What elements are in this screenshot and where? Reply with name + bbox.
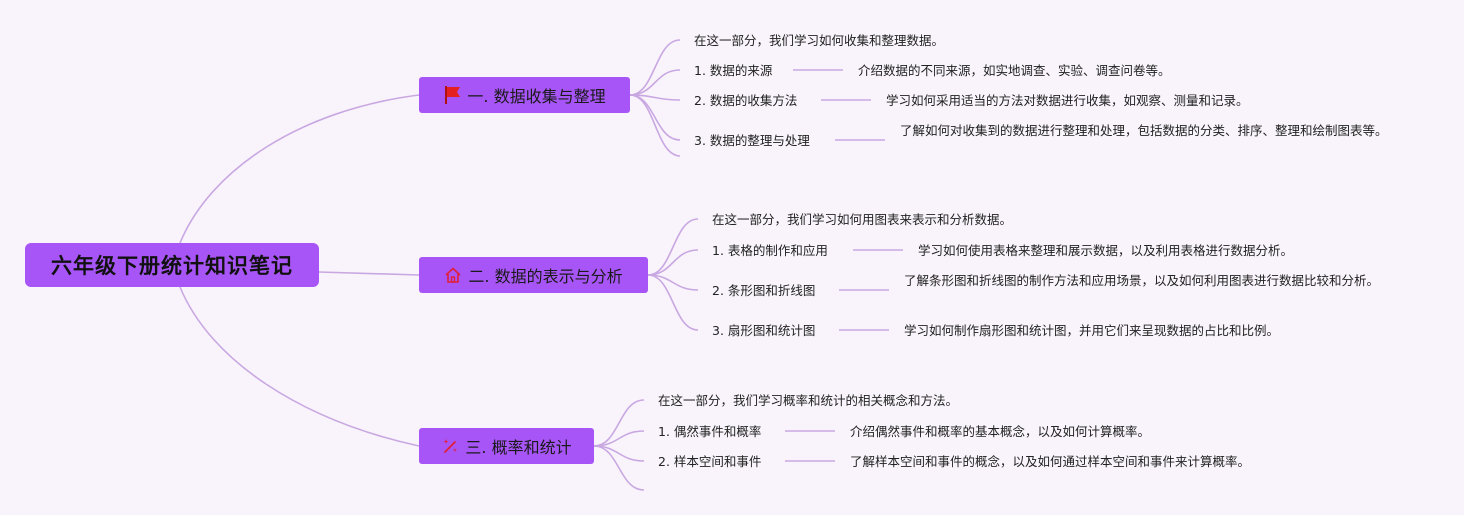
item-label: 3. 扇形图和统计图 <box>712 323 816 338</box>
item-label: 2. 样本空间和事件 <box>658 454 762 469</box>
branch-fan-line <box>647 249 699 276</box>
item-desc: 介绍数据的不同来源，如实地调查、实验、调查问卷等。 <box>858 63 1171 78</box>
item-label: 2. 条形图和折线图 <box>712 283 816 298</box>
item-label: 1. 偶然事件和概率 <box>658 424 762 439</box>
branch-intro: 在这一部分，我们学习概率和统计的相关概念和方法。 <box>658 393 959 408</box>
branch-intro: 在这一部分，我们学习如何收集和整理数据。 <box>694 33 945 48</box>
item-desc: 介绍偶然事件和概率的基本概念，以及如何计算概率。 <box>850 424 1151 439</box>
root-branch-connector <box>179 286 420 447</box>
branch-fan-line <box>629 39 681 96</box>
home-icon <box>444 266 462 284</box>
item-desc: 了解条形图和折线图的制作方法和应用场景，以及如何利用图表进行数据比较和分析。 <box>904 273 1380 288</box>
branch-node-probability[interactable]: 三. 概率和统计 <box>419 428 594 464</box>
root-branch-connector <box>179 94 420 244</box>
root-title: 六年级下册统计知识笔记 <box>51 254 293 278</box>
item-desc: 学习如何使用表格来整理和展示数据，以及利用表格进行数据分析。 <box>918 243 1294 258</box>
branch-fan-line <box>629 69 681 96</box>
root-node[interactable]: 六年级下册统计知识笔记 <box>25 243 319 287</box>
item-label: 1. 数据的来源 <box>694 63 773 78</box>
item-desc: 学习如何采用适当的方法对数据进行收集，如观察、测量和记录。 <box>886 93 1249 108</box>
branch-intro: 在这一部分，我们学习如何用图表来表示和分析数据。 <box>712 212 1013 227</box>
branch-fan-line <box>647 274 699 291</box>
branch-title: 一. 数据收集与整理 <box>467 87 606 106</box>
item-label: 3. 数据的整理与处理 <box>694 133 810 148</box>
item-desc: 了解如何对收集到的数据进行整理和处理，包括数据的分类、排序、整理和绘制图表等。 <box>900 123 1388 138</box>
branch-title: 三. 概率和统计 <box>465 438 572 457</box>
branch-node-data-analysis[interactable]: 二. 数据的表示与分析 <box>419 257 648 293</box>
branch-fan-line <box>629 94 681 141</box>
item-desc: 学习如何制作扇形图和统计图，并用它们来呈现数据的占比和比例。 <box>904 323 1280 338</box>
magic-wand-icon <box>441 437 459 455</box>
branch-title: 二. 数据的表示与分析 <box>468 267 623 286</box>
branch-node-data-collection[interactable]: 一. 数据收集与整理 <box>419 77 630 113</box>
item-label: 1. 表格的制作和应用 <box>712 243 828 258</box>
branch-fan-line <box>629 94 681 157</box>
branch-fan-line <box>593 399 645 447</box>
branch-fan-line <box>593 445 645 491</box>
branch-fan-line <box>647 218 699 276</box>
item-desc: 了解样本空间和事件的概念，以及如何通过样本空间和事件来计算概率。 <box>850 454 1251 469</box>
item-label: 2. 数据的收集方法 <box>694 93 798 108</box>
red-flag-icon <box>443 85 461 105</box>
branch-fan-line <box>647 274 699 331</box>
root-branch-connector <box>318 271 420 276</box>
